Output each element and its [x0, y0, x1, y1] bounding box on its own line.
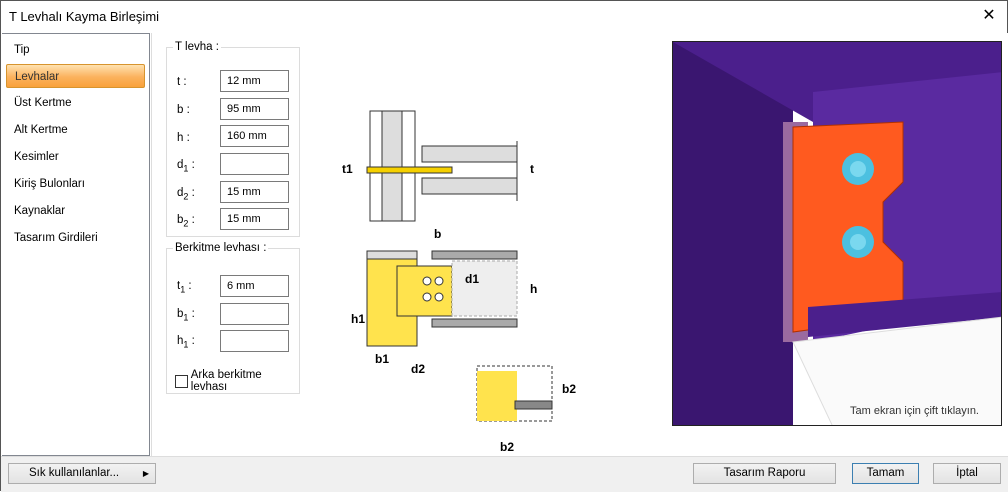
dim-b2-b: b2	[500, 440, 514, 454]
dim-h: h	[530, 282, 537, 296]
close-icon[interactable]: ✕	[982, 7, 996, 24]
b1-input[interactable]	[220, 303, 289, 325]
connection-diagram: t1 t b d1 h h1 b1 d2 b2 b2	[342, 110, 576, 454]
b2-label: b2 :	[177, 214, 195, 229]
ok-button[interactable]: Tamam	[852, 463, 919, 484]
t-input[interactable]	[220, 70, 289, 92]
d1-input[interactable]	[220, 153, 289, 175]
design-report-button[interactable]: Tasarım Raporu	[693, 463, 836, 484]
t1-input[interactable]	[220, 275, 289, 297]
sidebar-item-ust-kertme[interactable]: Üst Kertme	[14, 97, 72, 109]
dim-d2: d2	[411, 362, 425, 376]
d2-label: d2 :	[177, 187, 195, 202]
sidebar-item-kaynaklar[interactable]: Kaynaklar	[14, 205, 66, 217]
checkbox-box[interactable]	[175, 374, 188, 388]
sidebar-item-kesimler[interactable]: Kesimler	[14, 151, 59, 163]
dim-t1: t1	[342, 162, 353, 176]
dim-b2-a: b2	[562, 382, 576, 396]
3d-model	[673, 42, 1001, 425]
t1-label: t1 :	[177, 280, 192, 295]
d1-label: d1 :	[177, 159, 195, 174]
cancel-button[interactable]: İptal	[933, 463, 1001, 484]
sidebar-item-tasarim-girdileri[interactable]: Tasarım Girdileri	[14, 232, 98, 244]
t-plate-legend: T levha :	[175, 41, 219, 53]
h-label: h :	[177, 132, 190, 144]
window-title: T Levhalı Kayma Birleşimi	[9, 9, 160, 24]
bolt-icon	[842, 226, 874, 258]
bolt-icon	[842, 153, 874, 185]
sidebar: Tip Levhalar Üst Kertme Alt Kertme Kesim…	[2, 33, 150, 456]
sidebar-item-levhalar[interactable]: Levhalar	[6, 64, 145, 88]
h1-input[interactable]	[220, 330, 289, 352]
b-input[interactable]	[220, 98, 289, 120]
bottom-bar: Sık kullanılanlar...▶ Tasarım Raporu Tam…	[1, 456, 1008, 492]
dim-d1: d1	[465, 272, 479, 286]
b-label: b :	[177, 104, 190, 116]
dim-b: b	[434, 227, 441, 241]
h-input[interactable]	[220, 125, 289, 147]
favorites-button[interactable]: Sık kullanılanlar...▶	[8, 463, 156, 484]
b1-label: b1 :	[177, 308, 195, 323]
chevron-right-icon: ▶	[142, 469, 149, 478]
rear-stiffener-label: Arka berkitme levhası	[190, 369, 262, 393]
sidebar-item-kiris-bulonlari[interactable]: Kiriş Bulonları	[14, 178, 85, 190]
stiffener-legend: Berkitme levhası :	[175, 242, 267, 254]
dim-h1: h1	[351, 312, 365, 326]
3d-view[interactable]: Tam ekran için çift tıklayın.	[672, 41, 1002, 426]
fullscreen-hint: Tam ekran için çift tıklayın.	[850, 405, 979, 417]
b2-input[interactable]	[220, 208, 289, 230]
sidebar-item-tip[interactable]: Tip	[14, 44, 30, 56]
h1-label: h1 :	[177, 335, 195, 350]
stiffener-group: Berkitme levhası : t1 : b1 : h1 : Arka b…	[166, 242, 300, 394]
d2-input[interactable]	[220, 181, 289, 203]
sidebar-item-alt-kertme[interactable]: Alt Kertme	[14, 124, 68, 136]
dim-b1: b1	[375, 352, 389, 366]
t-label: t :	[177, 76, 187, 88]
t-plate-group: T levha : t : b : h : d1 : d2 : b2 :	[166, 41, 300, 237]
dim-t: t	[530, 162, 534, 176]
rear-stiffener-checkbox[interactable]: Arka berkitme levhası	[175, 369, 299, 393]
